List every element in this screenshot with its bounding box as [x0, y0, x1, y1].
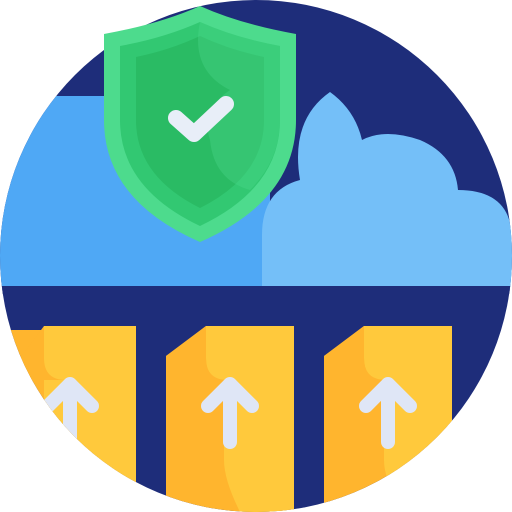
cloud-right-shape [262, 92, 512, 290]
file-left [0, 326, 136, 500]
file-middle [166, 326, 294, 512]
upload-arrow-icon [201, 377, 259, 449]
divider-band [0, 286, 512, 294]
shield-icon [104, 6, 296, 242]
file-right [324, 326, 452, 512]
checkmark-icon [168, 96, 234, 142]
upload-arrow-icon [359, 377, 417, 449]
upload-arrow-icon [41, 377, 99, 447]
